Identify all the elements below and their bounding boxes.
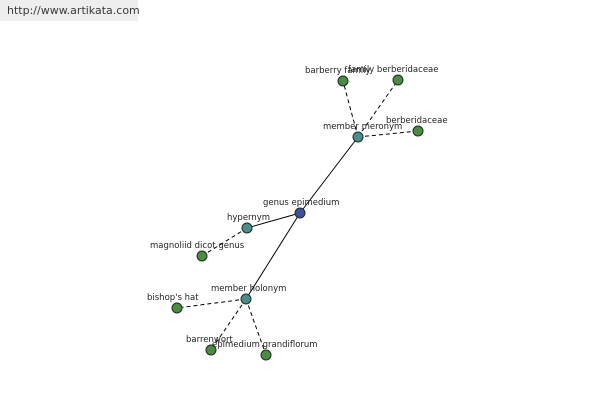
label-relation-meronym: member meronym [323, 122, 402, 132]
edge-meronym-familyberb [357, 79, 399, 138]
edge-meronym-berberidaceae [357, 130, 419, 138]
edge-meronym [299, 136, 359, 214]
label-relation-hypernym: hypernym [227, 213, 270, 223]
node-leaf-barrenwort[interactable] [205, 344, 217, 356]
node-relation-meronym[interactable] [352, 131, 364, 143]
watermark-text: http://www.artikata.com [7, 4, 140, 17]
graph-nodes [171, 74, 424, 361]
label-center-genus: genus epimedium [263, 198, 339, 208]
edge-hypernym-magnoliid [201, 227, 248, 257]
edge-holonym [245, 212, 301, 300]
label-leaf-magnoliid: magnoliid dicot genus [150, 241, 245, 251]
node-leaf-berberidaceae[interactable] [412, 125, 424, 137]
edge-holonym-bishops [176, 298, 247, 309]
edge-meronym-barberry [342, 80, 359, 138]
label-relation-holonym: member holonym [211, 284, 286, 294]
node-leaf-barberry[interactable] [337, 75, 349, 87]
node-leaf-familyberb[interactable] [392, 74, 404, 86]
node-relation-holonym[interactable] [240, 293, 252, 305]
label-leaf-barberry: barberry family [305, 66, 371, 76]
label-leaf-familyberb: family berberidaceae [348, 65, 438, 75]
edge-holonym-grandiflorum [245, 298, 267, 356]
label-leaf-berberidaceae: berberidaceae [386, 116, 448, 126]
edge-hypernym [246, 212, 301, 229]
watermark-banner: http://www.artikata.com [0, 0, 140, 21]
label-leaf-grandiflorum: epimedium grandiflorum [212, 340, 318, 350]
node-relation-hypernym[interactable] [241, 222, 253, 234]
label-leaf-bishops: bishop's hat [147, 293, 199, 303]
graph-labels: genus epimedium member meronym hypernym mem… [147, 65, 448, 350]
edge-holonym-barrenwort [210, 298, 247, 351]
label-leaf-barrenwort: barrenwort [186, 335, 234, 345]
node-leaf-magnoliid[interactable] [196, 250, 208, 262]
node-leaf-bishops[interactable] [171, 302, 183, 314]
graph-edges [176, 79, 419, 356]
node-center-genus[interactable] [294, 207, 306, 219]
node-leaf-grandiflorum[interactable] [260, 349, 272, 361]
